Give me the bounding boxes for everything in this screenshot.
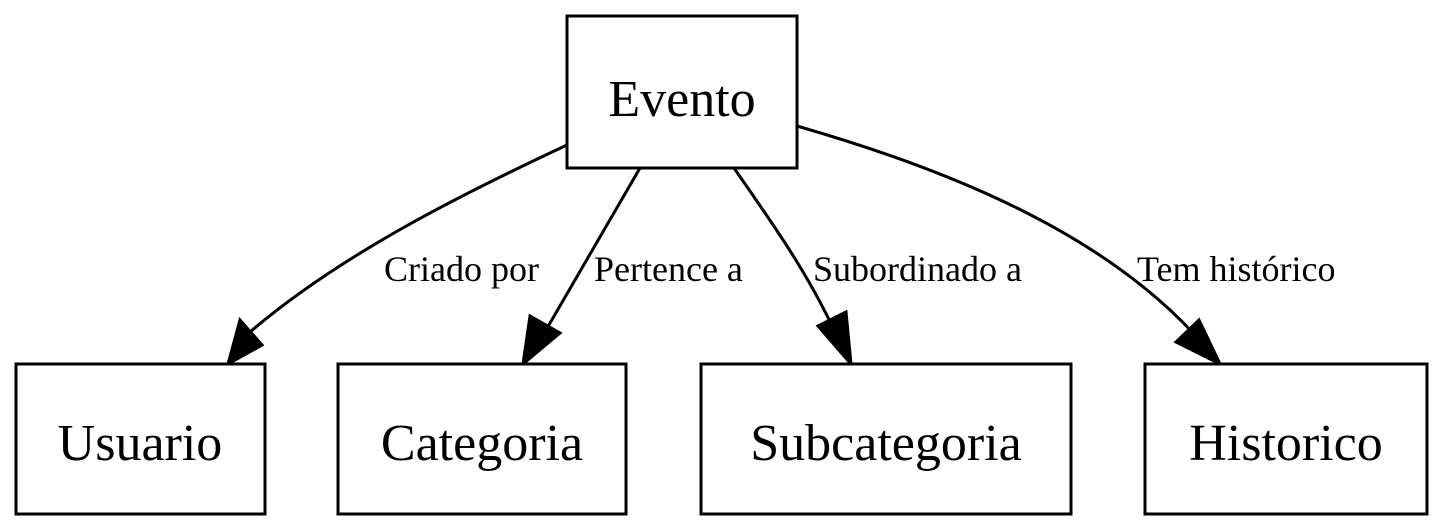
node-label-historico: Historico — [1189, 415, 1383, 472]
node-box — [565, 14, 799, 170]
arrowhead-icon — [225, 316, 265, 368]
node-box — [336, 362, 628, 516]
edge-evento-categoria: Pertence a — [520, 167, 743, 368]
edge-evento-usuario: Criado por — [225, 143, 568, 368]
node-usuario: Usuario — [14, 362, 267, 516]
edge-label-tem-historico: Tem histórico — [1137, 249, 1335, 289]
edge-evento-historico: Tem histórico — [796, 124, 1335, 368]
node-subcategoria: Subcategoria — [699, 362, 1073, 516]
node-box — [699, 362, 1073, 516]
edge-line-subordinado-a — [732, 167, 836, 331]
edge-label-criado-por: Criado por — [384, 249, 539, 289]
node-categoria: Categoria — [336, 362, 628, 516]
arrowhead-icon — [520, 313, 563, 368]
node-historico: Historico — [1143, 362, 1429, 516]
arrowhead-icon — [1173, 317, 1224, 368]
node-label-subcategoria: Subcategoria — [750, 415, 1021, 472]
edge-label-subordinado-a: Subordinado a — [813, 249, 1022, 289]
edge-label-pertence-a: Pertence a — [594, 249, 743, 289]
edge-line-criado-por — [249, 143, 568, 334]
node-label-evento: Evento — [608, 71, 755, 128]
node-box — [1143, 362, 1429, 516]
edge-evento-subcategoria: Subordinado a — [732, 167, 1022, 369]
edge-line-pertence-a — [544, 167, 642, 331]
node-label-usuario: Usuario — [58, 415, 223, 472]
edge-line-tem-historico — [796, 124, 1197, 337]
node-label-categoria: Categoria — [381, 415, 583, 472]
node-box — [14, 362, 267, 516]
node-evento: Evento — [565, 14, 799, 170]
arrowhead-icon — [815, 309, 853, 369]
